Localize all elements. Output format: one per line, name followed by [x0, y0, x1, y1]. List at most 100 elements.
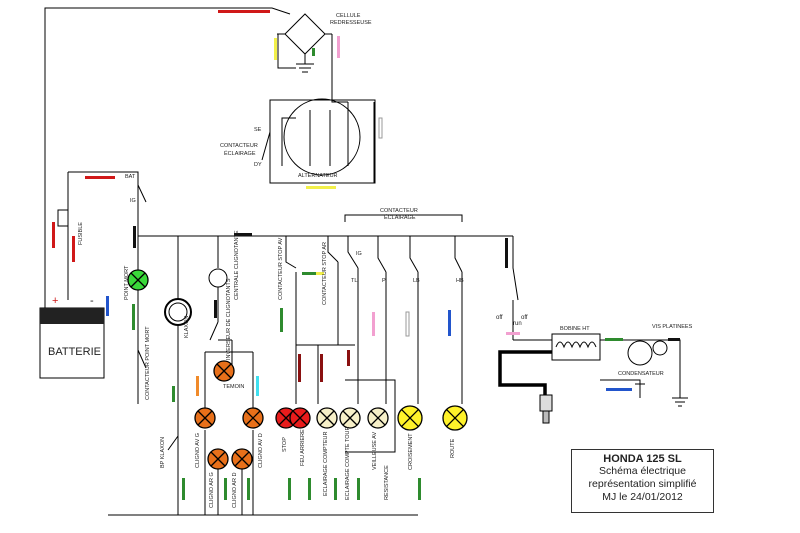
label-ig: IG	[130, 198, 136, 204]
tag-g2	[224, 478, 227, 500]
tag-ign-black	[505, 238, 508, 268]
horn-icon	[164, 298, 192, 326]
label-condensateur: CONDENSATEUR	[618, 371, 664, 377]
label-eclairage-top: ÉCLAIRAGE	[384, 214, 416, 221]
label-klaxon: KLAXON	[184, 316, 190, 338]
tag-ign-pink	[506, 332, 520, 335]
tag-inv-black	[214, 300, 217, 318]
ht-coil-icon	[551, 333, 601, 361]
tag-tem-cyan	[256, 376, 259, 396]
label-bp-klaxon: BP KLAXON	[160, 437, 166, 468]
tag-vis-green	[605, 338, 623, 341]
label-veilleuse-av: VEILLEUSE AV	[372, 432, 378, 470]
label-bat: BAT	[125, 174, 136, 180]
label-cellule: CELLULE	[336, 13, 361, 19]
label-cligno-av-d: CLIGNO AV D	[258, 433, 264, 468]
tag-top-red	[218, 10, 270, 13]
tag-g3	[247, 478, 250, 500]
tag-g7	[357, 478, 360, 500]
ht-cable	[498, 350, 552, 395]
label-minus: -	[90, 295, 94, 307]
subtitle-line-3: MJ le 24/01/2012	[602, 491, 683, 503]
tag-g1	[182, 478, 185, 500]
tag-fa-red	[298, 354, 301, 382]
label-eclairage: ÉCLAIRAGE	[224, 150, 256, 157]
tag-rect-yellow	[274, 38, 277, 60]
tag-p-pink	[372, 312, 375, 336]
tag-klax-orange	[196, 376, 199, 396]
label-feu-arriere: FEU ARRIERE	[300, 429, 306, 466]
tag-g6	[334, 478, 337, 500]
tag-hb-blue	[448, 310, 451, 336]
lamp-point-mort-icon	[127, 269, 149, 291]
label-resistance: RESISTANCE	[384, 465, 390, 500]
tag-rect-green	[312, 48, 315, 56]
label-croisement: CROISEMENT	[408, 433, 414, 470]
spark-plug-icon	[539, 394, 553, 424]
lamp-temoin-icon	[213, 360, 235, 382]
label-run: run	[513, 321, 522, 327]
tag-stopar-green	[302, 272, 316, 275]
label-fusible: FUSIBLE	[78, 222, 84, 245]
tag-bat-blue	[106, 296, 109, 316]
lamp-feu-arriere-icon	[289, 407, 311, 429]
tag-fuse-red2	[72, 236, 75, 262]
label-ig2: IG	[356, 251, 362, 257]
label-off1: off	[496, 315, 503, 321]
tag-fuse-red	[52, 222, 55, 248]
lamp-route-icon	[442, 405, 468, 431]
label-inverseur: INVERSEUR DE CLIGNOTANTS	[226, 278, 232, 360]
battery-top	[40, 308, 104, 324]
label-se: SE	[254, 127, 262, 133]
tag-g8	[418, 478, 421, 500]
tag-ig2-black	[347, 350, 350, 366]
label-centrale: CENTRALE CLIGNOTANTE	[234, 230, 240, 300]
lamp-cligno-ar-d-icon	[231, 448, 253, 470]
label-redresseuse: REDRESSEUSE	[330, 20, 372, 26]
tag-lb-white	[405, 311, 410, 337]
label-batterie: BATTERIE	[48, 346, 101, 358]
title-block: HONDA 125 SL Schéma électrique représent…	[571, 449, 714, 513]
tag-rect-pink	[337, 36, 340, 58]
label-alternateur: ALTERNATEUR	[298, 173, 338, 179]
lamp-eclairage-compte-tour-icon	[339, 407, 361, 429]
tag-vis-black	[668, 338, 680, 341]
subtitle-line-1: Schéma électrique	[599, 465, 686, 477]
lamp-veilleuse-av-icon	[367, 407, 389, 429]
contact-breaker-icon	[627, 340, 668, 366]
label-route: ROUTE	[450, 438, 456, 458]
label-vis-platinees: VIS PLATINEES	[652, 324, 693, 330]
tag-bat-red	[85, 176, 115, 179]
tag-ig-black	[133, 226, 136, 248]
tag-stop-green	[280, 308, 283, 332]
tag-g4	[288, 478, 291, 500]
tag-bus-black	[234, 233, 252, 236]
label-eclairage-compteur: ECLAIRAGE COMPTEUR	[323, 431, 329, 496]
tag-pm-green	[132, 304, 135, 330]
lamp-cligno-ar-g-icon	[207, 448, 229, 470]
subtitle-line-2: représentation simplifié	[588, 478, 697, 490]
wire-colour-tags	[52, 10, 680, 500]
label-dy: DY	[254, 162, 262, 168]
label-lb: LB	[413, 278, 420, 284]
tag-alt-yellow	[306, 186, 336, 189]
label-cligno-ar-d: CLIGNO AR D	[232, 473, 238, 508]
tag-alt-white	[378, 117, 383, 139]
label-p: P	[382, 278, 386, 284]
label-contacteur-stop-av: CONTACTEUR STOP AV	[278, 237, 284, 300]
label-off2: off	[521, 315, 528, 321]
lamp-cligno-av-g-icon	[194, 407, 216, 429]
tag-g5	[308, 478, 311, 500]
label-stop: STOP	[282, 437, 288, 452]
label-eclairage-compte-tour: ECLAIRAGE COMPTE TOUR	[345, 427, 351, 500]
label-contacteur: CONTACTEUR	[220, 143, 258, 149]
label-temoin: TEMOIN	[223, 384, 244, 390]
tag-fa-red2	[320, 354, 323, 382]
fuse-icon	[57, 209, 69, 227]
lamps	[127, 269, 468, 470]
wires	[44, 7, 688, 516]
label-cligno-av-g: CLIGNO AV G	[195, 433, 201, 468]
lamp-eclairage-compteur-icon	[316, 407, 338, 429]
label-bobine-ht: BOBINE HT	[560, 326, 590, 332]
